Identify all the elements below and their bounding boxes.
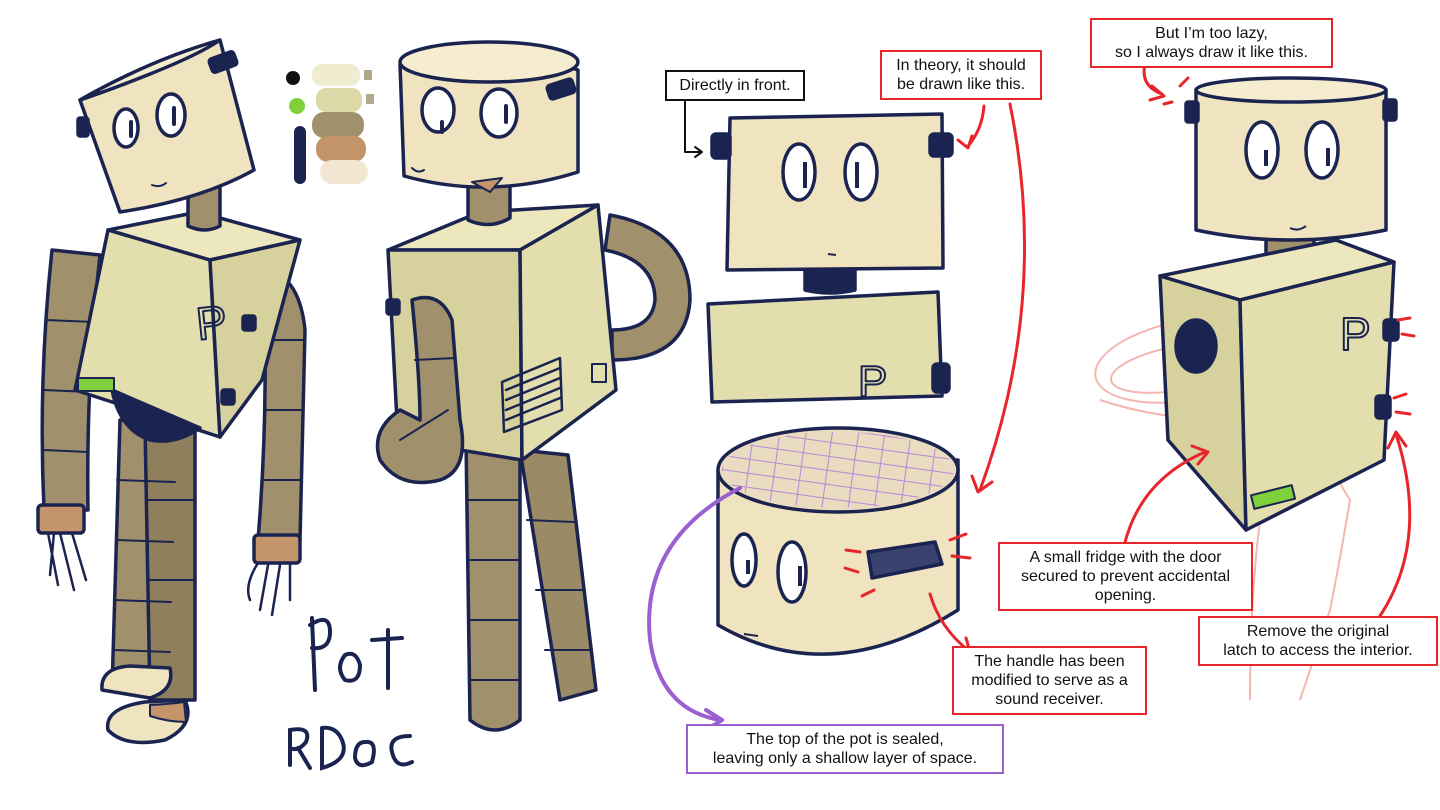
torso-side bbox=[208, 238, 302, 439]
rear-latch-top bbox=[1382, 318, 1400, 342]
door-latch-top bbox=[241, 314, 257, 332]
side-leg-right bbox=[518, 448, 598, 702]
note-handle-modified: The handle has been modified to serve as… bbox=[952, 646, 1147, 715]
back-arm bbox=[603, 213, 692, 362]
vent-lights bbox=[77, 377, 115, 392]
note-remove-latch: Remove the original latch to access the … bbox=[1198, 616, 1438, 666]
rear-torso-left bbox=[1158, 274, 1248, 532]
left-cuff bbox=[36, 503, 86, 535]
pot-closeup bbox=[716, 426, 960, 656]
pot-handle-left bbox=[76, 116, 90, 138]
mouth bbox=[151, 182, 167, 188]
rear-pot-head bbox=[1194, 88, 1388, 242]
outlet-icon bbox=[591, 363, 607, 383]
note-directly-in-front: Directly in front. bbox=[665, 70, 805, 101]
front-torso bbox=[706, 290, 944, 404]
vent-grille bbox=[500, 356, 564, 434]
torso-letter: P bbox=[194, 295, 230, 350]
closeup-eye-right bbox=[776, 540, 808, 604]
left-hand bbox=[46, 531, 88, 592]
note-top-sealed: The top of the pot is sealed, leaving on… bbox=[686, 724, 1004, 774]
annotation-arrows bbox=[647, 62, 1412, 732]
door-latch-bottom bbox=[220, 388, 236, 406]
note-in-theory: In theory, it should be drawn like this. bbox=[880, 50, 1042, 100]
front-letter: P bbox=[858, 357, 887, 406]
rear-letter: P bbox=[1340, 308, 1371, 360]
right-hand bbox=[247, 561, 292, 617]
side-handle bbox=[545, 77, 577, 101]
modified-handle bbox=[866, 540, 944, 580]
sealed-top bbox=[722, 432, 954, 508]
right-leg bbox=[143, 423, 197, 702]
signature bbox=[288, 616, 414, 771]
robot-rear-view: P bbox=[1158, 76, 1400, 532]
side-torso-side bbox=[518, 203, 618, 462]
front-eye-left bbox=[781, 142, 817, 202]
rear-eye-right bbox=[1304, 120, 1340, 180]
note-too-lazy: But I’m too lazy, so I always draw it li… bbox=[1090, 18, 1333, 68]
side-latch bbox=[385, 298, 401, 316]
note-small-fridge: A small fridge with the door secured to … bbox=[998, 542, 1253, 611]
closeup-eye-left bbox=[730, 532, 758, 588]
robot-front-view: P bbox=[36, 38, 307, 745]
side-nose bbox=[471, 177, 503, 193]
rear-eye-left bbox=[1244, 120, 1280, 180]
front-pot-head bbox=[725, 112, 945, 272]
right-cuff bbox=[252, 533, 302, 565]
eye-left bbox=[112, 107, 140, 149]
side-arm-front bbox=[375, 295, 465, 485]
side-eye-right bbox=[479, 87, 519, 139]
eye-right bbox=[155, 92, 187, 138]
side-leg-left bbox=[464, 438, 522, 732]
side-porthole bbox=[1174, 318, 1218, 374]
rear-torso-front bbox=[1238, 260, 1396, 532]
color-palette bbox=[286, 64, 374, 184]
robot-side-view bbox=[375, 40, 692, 732]
left-foot bbox=[100, 664, 173, 700]
front-eye-right bbox=[843, 142, 879, 202]
pot-handle-right bbox=[207, 50, 239, 74]
pelvis bbox=[110, 388, 202, 443]
rear-latch-bottom bbox=[1374, 394, 1392, 420]
side-eye-left bbox=[420, 86, 456, 134]
rear-vent-lights bbox=[1249, 484, 1297, 510]
head-front-detail: P bbox=[706, 112, 954, 407]
side-pot-rim bbox=[398, 40, 580, 84]
